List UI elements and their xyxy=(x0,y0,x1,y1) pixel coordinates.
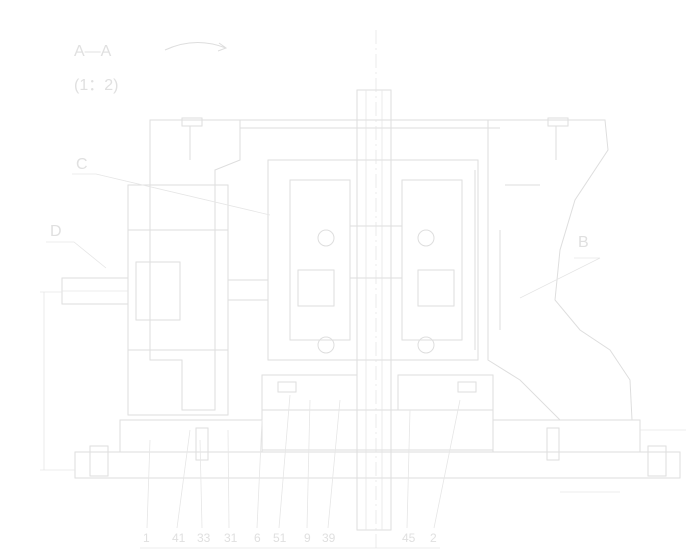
callout-d: D xyxy=(50,223,62,240)
scale-label: (1：2) xyxy=(74,77,118,94)
inner-rotor xyxy=(267,159,479,361)
left-housing xyxy=(127,119,241,416)
part-label-2: 2 xyxy=(430,531,437,545)
callout-d-leader xyxy=(46,241,107,269)
part-label-31: 31 xyxy=(224,531,238,545)
part-label-1: 1 xyxy=(143,531,150,545)
part-label-6: 6 xyxy=(254,531,261,545)
lower-bearings xyxy=(261,374,494,451)
part-label-51: 51 xyxy=(273,531,287,545)
part-number-labels: 1 41 33 31 6 51 9 39 45 2 xyxy=(140,394,461,549)
part-label-41: 41 xyxy=(172,531,186,545)
dimension-lines xyxy=(40,291,620,493)
right-housing xyxy=(474,119,633,421)
part-label-33: 33 xyxy=(197,531,211,545)
top-plate xyxy=(149,117,605,160)
callout-b-leader xyxy=(519,257,601,299)
section-label: A—A xyxy=(74,43,112,60)
input-shaft xyxy=(61,261,269,321)
callout-c-leader xyxy=(72,173,271,216)
part-label-39: 39 xyxy=(322,531,336,545)
callout-b: B xyxy=(578,234,589,251)
base-plate xyxy=(74,419,686,479)
rotation-arrow-icon xyxy=(164,41,228,52)
part-label-9: 9 xyxy=(304,531,311,545)
callout-c: C xyxy=(76,156,88,173)
part-label-45: 45 xyxy=(402,531,416,545)
